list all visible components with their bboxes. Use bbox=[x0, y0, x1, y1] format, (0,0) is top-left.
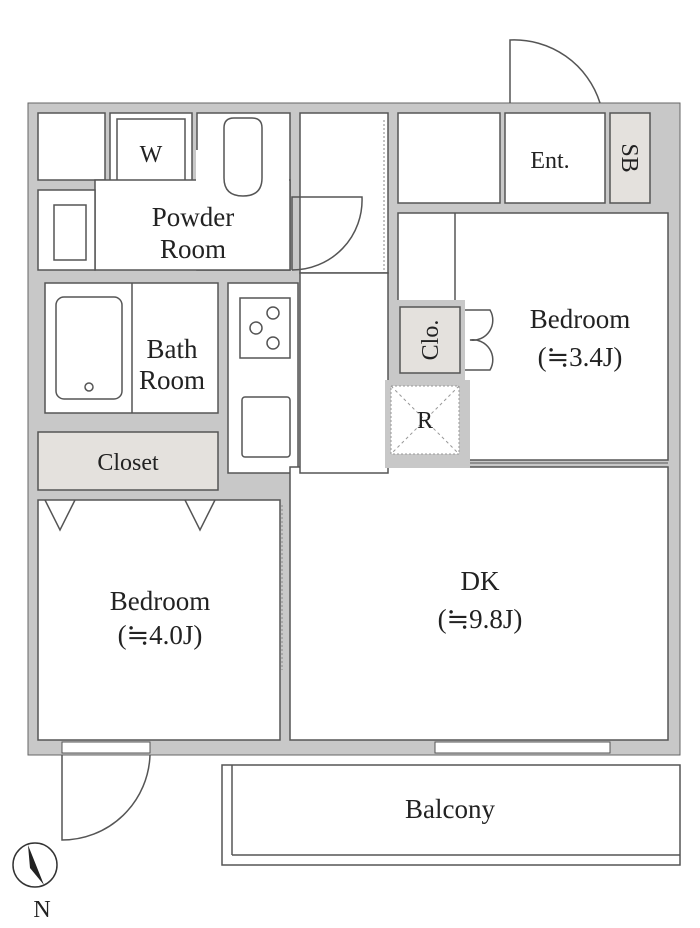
dk-label: DK bbox=[461, 566, 500, 596]
washer-label: W bbox=[140, 142, 163, 168]
corridor bbox=[299, 112, 389, 274]
entrance-door-swing bbox=[509, 39, 601, 104]
opening bbox=[196, 150, 289, 190]
shoe-box-label: SB bbox=[616, 143, 642, 172]
refrigerator-label: R bbox=[417, 408, 433, 434]
burner bbox=[249, 321, 263, 335]
bedroom-left-size: (≒4.0J) bbox=[118, 620, 203, 650]
compass: N bbox=[12, 842, 58, 923]
washer-space bbox=[109, 112, 193, 191]
sink-icon bbox=[53, 204, 87, 261]
burner bbox=[266, 336, 280, 350]
powder-room-label-2: Room bbox=[160, 234, 226, 264]
sink-area bbox=[37, 189, 96, 271]
dk-extension bbox=[299, 272, 389, 474]
drain-icon bbox=[84, 382, 94, 392]
bedroom-left bbox=[37, 499, 281, 741]
stove-icon bbox=[239, 297, 291, 359]
burner bbox=[266, 306, 280, 320]
closet-small-label: Clo. bbox=[418, 320, 444, 361]
refrigerator-icon bbox=[390, 385, 460, 455]
bath-room-label-2: Room bbox=[139, 365, 205, 395]
bath-room-label-1: Bath bbox=[147, 334, 198, 364]
dk-size: (≒9.8J) bbox=[438, 604, 523, 634]
shoe-box bbox=[609, 112, 651, 204]
powder-room-label-1: Powder bbox=[152, 202, 235, 232]
closet-label: Closet bbox=[97, 450, 159, 476]
kitchen-sink-icon bbox=[241, 396, 291, 458]
storage-top bbox=[397, 112, 501, 204]
north-arrow-icon bbox=[28, 845, 44, 885]
door-swing bbox=[61, 754, 151, 841]
bedroom-left-label: Bedroom bbox=[110, 586, 211, 616]
kitchen bbox=[227, 282, 299, 474]
dk-room bbox=[289, 466, 669, 741]
north-label: N bbox=[33, 897, 50, 923]
toilet-icon bbox=[223, 117, 263, 197]
balcony-label: Balcony bbox=[405, 794, 495, 824]
entrance bbox=[504, 112, 606, 204]
closet-doors bbox=[44, 499, 216, 532]
entrance-label: Ent. bbox=[530, 148, 569, 174]
balcony-door bbox=[61, 741, 151, 754]
door-swing bbox=[291, 196, 363, 271]
storage-box bbox=[37, 112, 106, 181]
closet-door bbox=[465, 309, 494, 371]
bathtub-icon bbox=[55, 296, 123, 400]
closet bbox=[37, 431, 219, 491]
balcony bbox=[221, 764, 681, 866]
balcony-window bbox=[434, 741, 611, 754]
bedroom-right-size: (≒3.4J) bbox=[538, 342, 623, 372]
closet-small bbox=[399, 306, 461, 374]
bedroom-right-label: Bedroom bbox=[530, 304, 631, 334]
